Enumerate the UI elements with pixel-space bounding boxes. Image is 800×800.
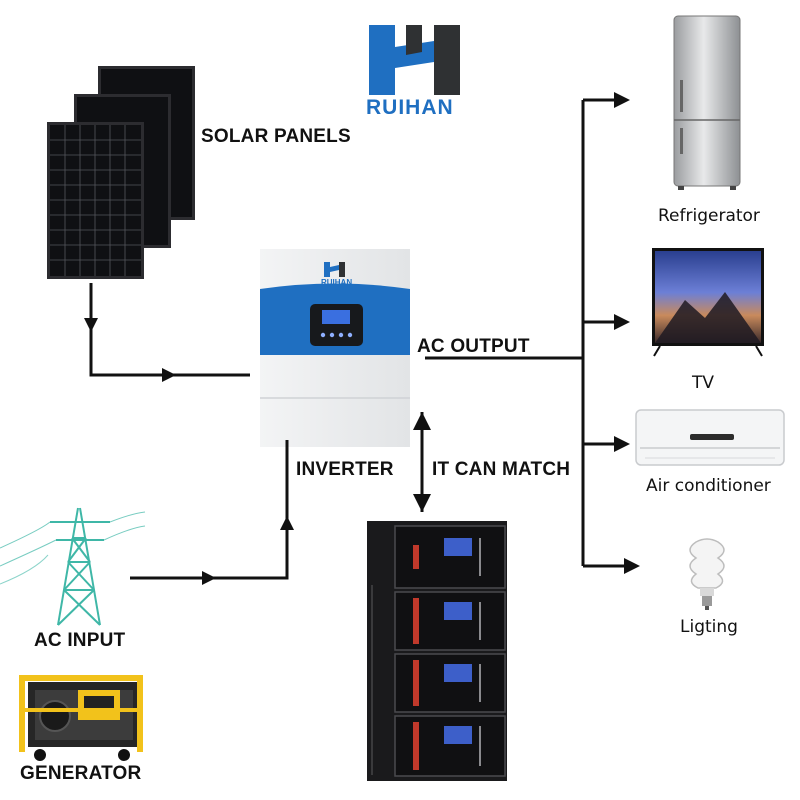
grid-to-inverter-line [130, 440, 289, 580]
load-label-tv: TV [692, 373, 715, 393]
air-conditioner-icon [635, 409, 785, 466]
battery-module [394, 715, 506, 777]
generator-label: GENERATOR [20, 763, 142, 784]
arrow-right [614, 92, 630, 108]
it-can-match-label: IT CAN MATCH [432, 459, 571, 480]
tv-icon [652, 248, 764, 357]
solar-panel [47, 122, 144, 279]
refrigerator-icon [673, 15, 741, 190]
battery-module [394, 653, 506, 713]
inverter-label: INVERTER [296, 459, 394, 480]
inverter-logo-text: RUIHAN [321, 278, 353, 287]
brand-logo [369, 25, 460, 95]
inverter-icon [260, 249, 410, 447]
brand-logo-text: RUIHAN [366, 96, 454, 119]
inverter-logo [324, 262, 345, 277]
arrow-down [84, 318, 98, 332]
arrow-down [413, 494, 431, 512]
arrow-right [614, 436, 630, 452]
ac-output-label: AC OUTPUT [417, 336, 530, 357]
generator-icon [19, 675, 143, 761]
arrowheads [84, 92, 640, 585]
arrow-right [614, 314, 630, 330]
battery-rack-icon [367, 521, 507, 781]
power-pylon-icon [0, 507, 146, 626]
load-label-air-conditioner: Air conditioner [646, 476, 771, 496]
arrow-up [280, 516, 294, 530]
solar-panels-label: SOLAR PANELS [201, 126, 351, 147]
battery-module [394, 525, 506, 589]
ac-input-label: AC INPUT [34, 630, 126, 651]
battery-module [394, 591, 506, 651]
solar-panels-icon [47, 66, 195, 279]
light-bulb-icon [689, 538, 725, 610]
arrow-right [162, 368, 176, 382]
arrow-up [413, 412, 431, 430]
solar-to-inverter-line [89, 283, 250, 377]
arrow-right [624, 558, 640, 574]
arrow-right [202, 571, 216, 585]
load-label-refrigerator: Refrigerator [658, 206, 760, 226]
load-label-lighting: Ligting [680, 617, 738, 637]
